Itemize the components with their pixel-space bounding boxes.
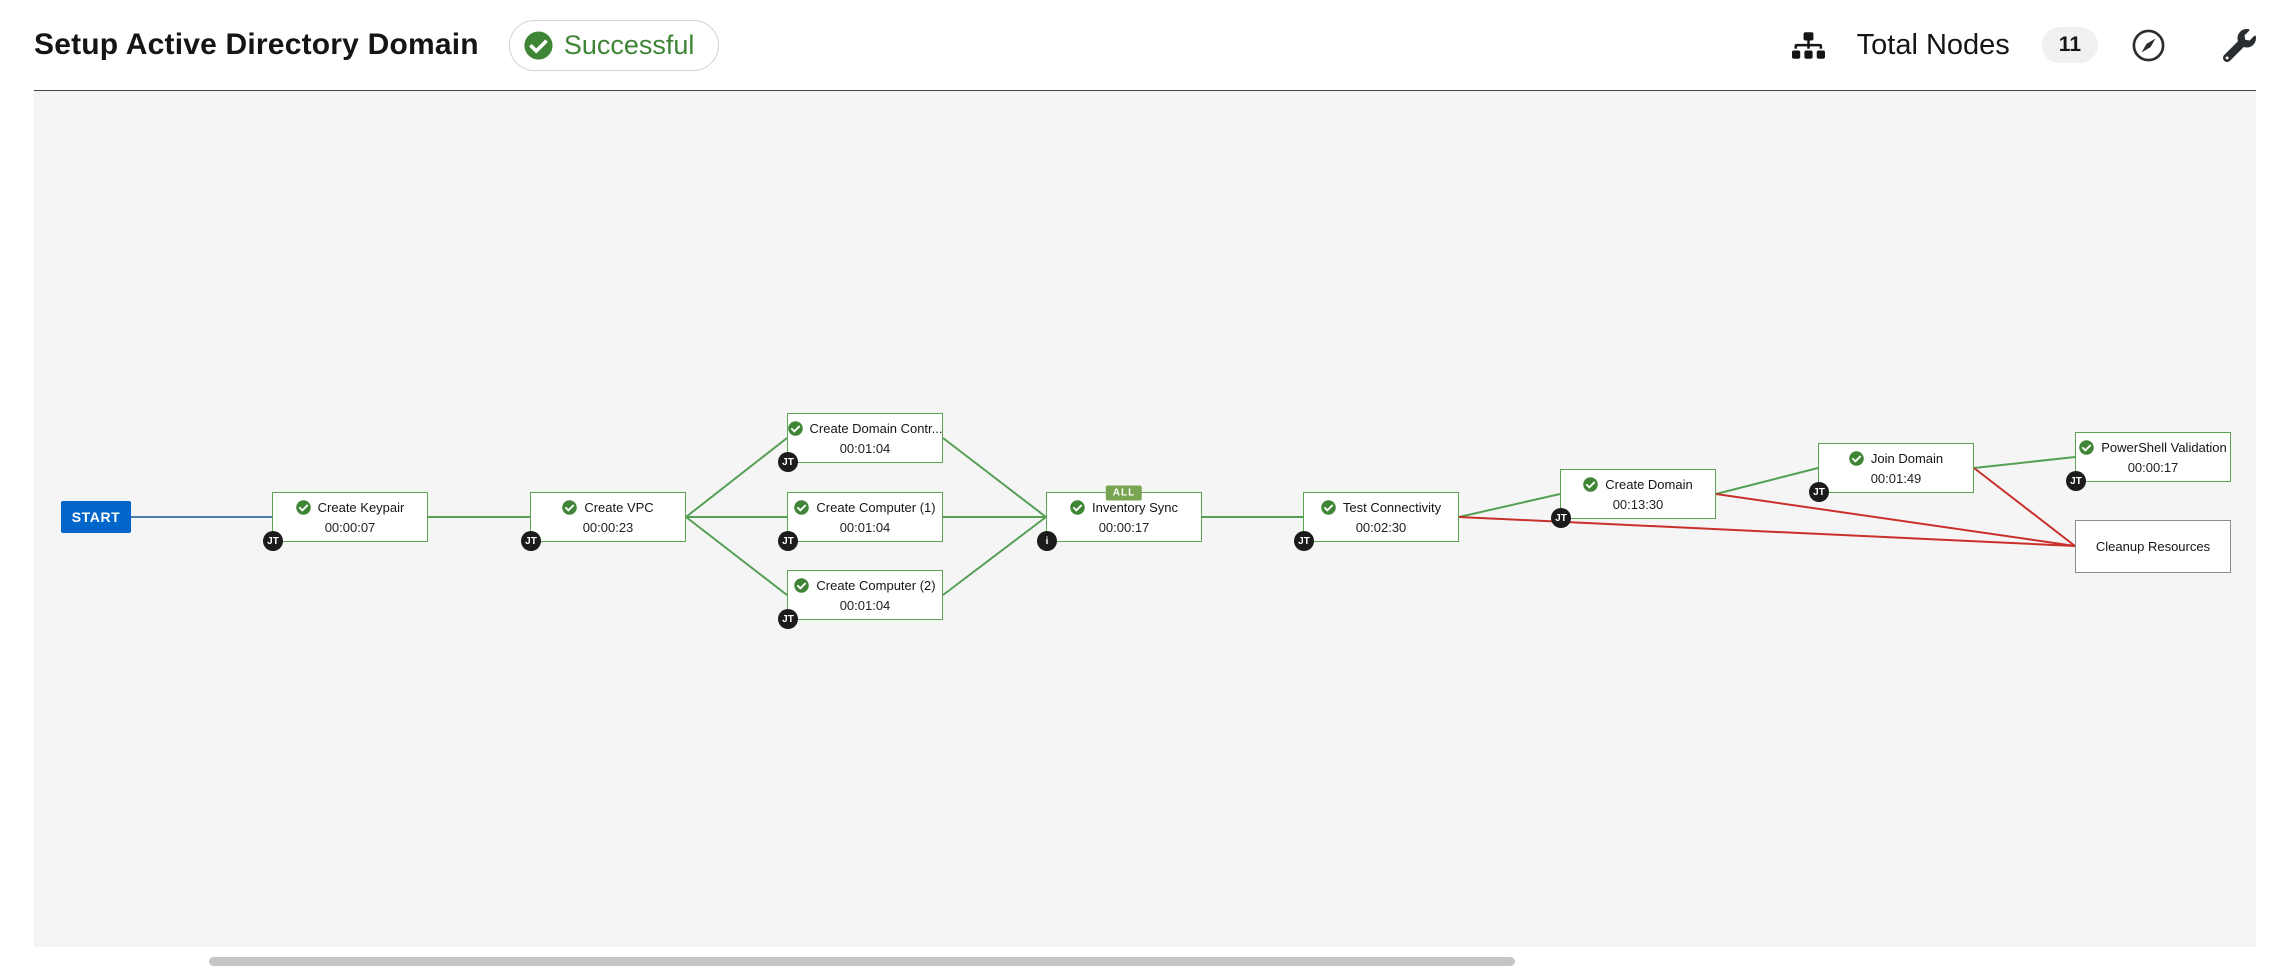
- node-create-domain-controller[interactable]: Create Domain Contr... 00:01:04 JT: [778, 413, 943, 472]
- node-type-badge: JT: [1809, 482, 1829, 502]
- node-elapsed-time: 00:02:30: [1355, 519, 1407, 535]
- node-label: Create Computer (2): [816, 577, 936, 593]
- node-type-badge: JT: [778, 531, 798, 551]
- link-create-vpc-to-create-domain-controller: [685, 437, 788, 518]
- node-elapsed-time: 00:00:17: [1098, 519, 1150, 535]
- node-type-badge: JT: [1551, 508, 1571, 528]
- horizontal-scrollbar[interactable]: [209, 957, 1515, 966]
- header-toolbar: Total Nodes 11: [1792, 27, 2256, 64]
- node-elapsed-time: 00:00:17: [2127, 459, 2179, 475]
- workflow-canvas[interactable]: START Create Keypair 00:00:07 JT Create …: [34, 91, 2256, 947]
- status-badge-label: Successful: [563, 29, 695, 60]
- node-label: Create VPC: [584, 499, 654, 515]
- node-elapsed-time: 00:01:04: [839, 519, 891, 535]
- link-create-domain-to-join-domain: [1715, 467, 1819, 495]
- wrench-icon[interactable]: [2223, 29, 2256, 62]
- link-create-computer-2-to-inventory-sync: [942, 516, 1047, 596]
- status-badge: Successful: [508, 19, 720, 71]
- node-label: Cleanup Resources: [2095, 539, 2211, 554]
- link-join-domain-to-cleanup-resources: [1973, 467, 2076, 547]
- node-create-computer-1[interactable]: Create Computer (1) 00:01:04 JT: [778, 492, 943, 551]
- node-create-vpc[interactable]: Create VPC 00:00:23 JT: [521, 492, 686, 551]
- node-cleanup-resources[interactable]: Cleanup Resources: [2075, 520, 2231, 573]
- link-create-domain-to-cleanup-resources: [1715, 493, 2076, 547]
- node-join-domain[interactable]: Join Domain 00:01:49 JT: [1809, 443, 1974, 502]
- page-title: Setup Active Directory Domain: [34, 28, 479, 61]
- link-create-vpc-to-create-computer-2: [685, 516, 788, 596]
- node-type-badge: JT: [778, 452, 798, 472]
- node-inventory-sync[interactable]: ALL Inventory Sync 00:00:17 i: [1037, 485, 1202, 551]
- link-create-domain-controller-to-inventory-sync: [942, 437, 1047, 518]
- header: Setup Active Directory Domain Successful…: [34, 0, 2256, 91]
- node-type-badge: JT: [778, 609, 798, 629]
- node-label: Join Domain: [1870, 450, 1944, 466]
- success-check-icon: [296, 500, 311, 515]
- node-create-domain[interactable]: Create Domain 00:13:30 JT: [1551, 469, 1716, 528]
- node-type-badge: JT: [1294, 531, 1314, 551]
- node-type-badge: i: [1037, 531, 1057, 551]
- node-label: Create Computer (1): [816, 499, 936, 515]
- node-label: PowerShell Validation: [2101, 439, 2227, 455]
- node-label: Create Domain: [1605, 476, 1693, 492]
- node-create-computer-2[interactable]: Create Computer (2) 00:01:04 JT: [778, 570, 943, 629]
- node-label: Inventory Sync: [1092, 499, 1178, 515]
- success-check-icon: [794, 500, 809, 515]
- success-check-icon: [794, 578, 809, 593]
- node-type-badge: JT: [2066, 471, 2086, 491]
- node-create-keypair[interactable]: Create Keypair 00:00:07 JT: [263, 492, 428, 551]
- node-elapsed-time: 00:00:07: [324, 519, 376, 535]
- success-check-icon: [1321, 500, 1336, 515]
- node-powershell-validation[interactable]: PowerShell Validation 00:00:17 JT: [2066, 432, 2231, 491]
- convergence-all-tag: ALL: [1105, 485, 1143, 501]
- node-elapsed-time: 00:13:30: [1612, 496, 1664, 512]
- workflow-links-layer: [131, 437, 2076, 596]
- success-check-icon: [562, 500, 577, 515]
- node-label: Create Domain Contr...: [809, 420, 942, 436]
- total-nodes-count: 11: [2041, 27, 2098, 63]
- node-elapsed-time: 00:01:04: [839, 597, 891, 613]
- compass-icon[interactable]: [2130, 27, 2167, 64]
- node-label: Create Keypair: [317, 499, 405, 515]
- node-elapsed-time: 00:01:04: [839, 440, 891, 456]
- node-elapsed-time: 00:00:23: [582, 519, 634, 535]
- sitemap-icon: [1792, 32, 1825, 59]
- node-type-badge: JT: [521, 531, 541, 551]
- check-circle-icon: [524, 31, 553, 60]
- start-node: START: [61, 501, 131, 533]
- success-check-icon: [788, 421, 803, 436]
- link-test-connectivity-to-create-domain: [1458, 493, 1561, 518]
- success-check-icon: [2079, 440, 2094, 455]
- link-join-domain-to-powershell-validation: [1973, 456, 2076, 469]
- node-type-badge: JT: [263, 531, 283, 551]
- node-test-connectivity[interactable]: Test Connectivity 00:02:30 JT: [1294, 492, 1459, 551]
- workflow-output-page: Setup Active Directory Domain Successful…: [34, 0, 2256, 947]
- total-nodes-label: Total Nodes: [1856, 28, 2010, 61]
- node-label: Test Connectivity: [1342, 499, 1442, 515]
- node-elapsed-time: 00:01:49: [1870, 470, 1922, 486]
- success-check-icon: [1583, 477, 1598, 492]
- success-check-icon: [1070, 500, 1085, 515]
- success-check-icon: [1849, 451, 1864, 466]
